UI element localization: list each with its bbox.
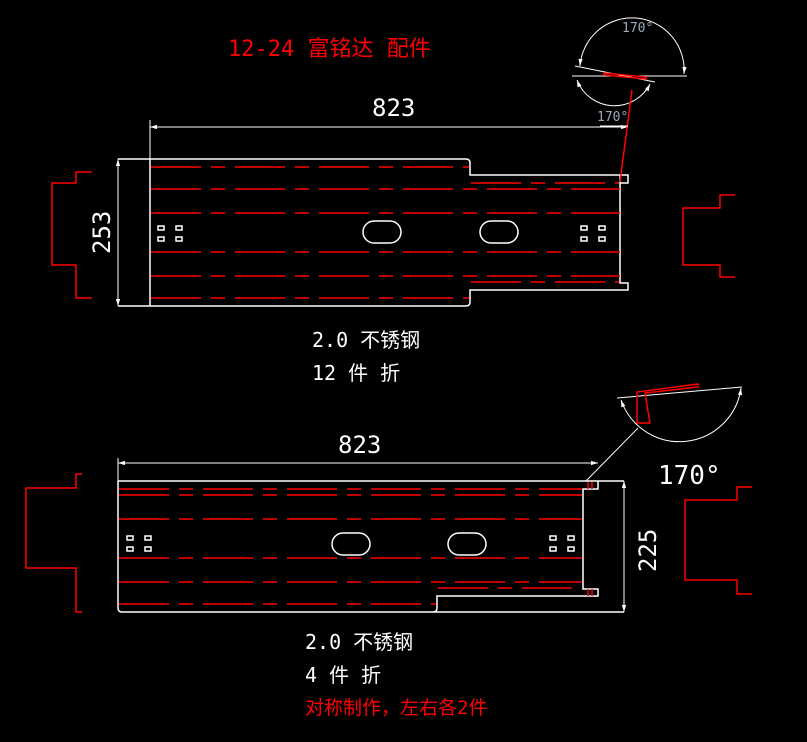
bottom-angle-indicator: 170° (585, 383, 743, 491)
top-material: 2.0 不锈钢 (312, 328, 420, 352)
top-height-dim: 253 (88, 211, 116, 254)
bottom-height-dim: 225 (634, 529, 662, 572)
top-left-profile (51, 171, 92, 299)
top-angle-upper: 170° (622, 21, 653, 36)
top-quantity: 12 件 折 (312, 361, 400, 385)
top-part: 823 253 (51, 17, 735, 385)
bottom-right-profile (684, 486, 752, 595)
bottom-part: 823 225 170° (25, 383, 752, 719)
bottom-left-profile (25, 473, 82, 613)
bottom-length-dim: 823 (338, 431, 381, 459)
top-bend-lines (151, 166, 620, 299)
drawing-title: 12-24 富铭达 配件 (228, 37, 431, 62)
bottom-quantity: 4 件 折 (305, 663, 381, 687)
bottom-angle: 170° (658, 461, 721, 491)
bottom-note: 对称制作，左右各2件 (305, 697, 487, 719)
bottom-holes (126, 532, 575, 556)
bottom-part-outline (117, 480, 624, 613)
bottom-bend-lines (119, 482, 593, 605)
top-part-outline (118, 158, 629, 307)
top-holes (157, 220, 606, 244)
top-angle-indicator: 170° 170° (572, 17, 687, 183)
top-angle-lower: 170° (597, 110, 628, 125)
bottom-material: 2.0 不锈钢 (305, 630, 413, 654)
top-length-dim: 823 (372, 94, 415, 122)
top-right-profile (682, 194, 735, 278)
